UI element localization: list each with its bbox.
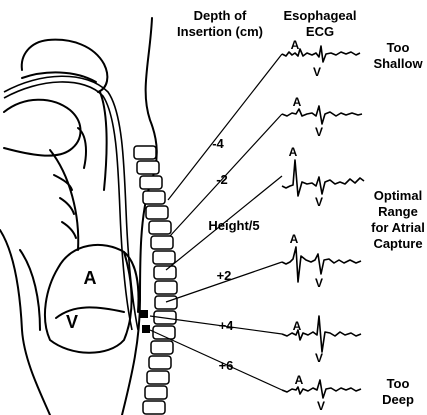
heart-septum	[55, 306, 125, 319]
depth-marker: -4	[212, 136, 224, 151]
vertebra	[136, 160, 160, 175]
esophageal-catheter	[3, 75, 139, 331]
too-deep-label-line1: Too	[387, 376, 410, 391]
too-shallow-label-line2: Shallow	[373, 56, 423, 71]
depth-header-line1: Depth of	[194, 8, 247, 23]
vertebra	[145, 205, 169, 220]
vertebra	[142, 400, 166, 415]
ecg-header-line2: ECG	[306, 24, 334, 39]
spine	[133, 145, 178, 415]
vertebra	[154, 295, 178, 310]
ventricular-wave-label: V	[315, 125, 323, 139]
heart-wall-right	[123, 251, 140, 313]
sternum	[19, 249, 41, 331]
leader-line-minus2	[169, 113, 283, 237]
pharynx-wall	[99, 91, 108, 191]
optimal-range-label-line3: for Atrial	[371, 220, 425, 235]
depth-marker: +6	[219, 358, 234, 373]
atrial-wave-label: A	[291, 38, 300, 52]
chest-wall	[0, 229, 51, 415]
vertebra	[154, 280, 178, 295]
depth-marker: -2	[216, 172, 228, 187]
too-shallow-label-line1: Too	[387, 40, 410, 55]
ecg-trace-1	[281, 45, 361, 63]
optimal-range-label-line1: Optimal	[374, 188, 422, 203]
nasal-cavity	[20, 38, 109, 93]
depth-marker: Height/5	[208, 218, 259, 233]
atrial-wave-label: A	[293, 319, 302, 333]
electrode-proximal	[140, 310, 148, 318]
ecg-trace-4	[281, 246, 362, 283]
leader-line-plus4	[149, 315, 283, 335]
ventricular-wave-label: V	[313, 65, 321, 79]
vertebra	[144, 385, 168, 400]
vertebra	[146, 370, 170, 385]
vertebra	[142, 190, 166, 205]
vertebra	[150, 340, 174, 355]
ecg-trace-3	[281, 159, 365, 197]
ventricular-wave-label: V	[317, 399, 325, 413]
zone-labels: Too Shallow Optimal Range for Atrial Cap…	[371, 40, 425, 407]
leader-line-minus4	[167, 53, 283, 201]
atrial-wave-label: A	[293, 95, 302, 109]
depth-marker: +2	[217, 268, 232, 283]
vertebra	[133, 145, 157, 160]
palate	[21, 71, 97, 83]
atrial-wave-label: A	[289, 145, 298, 159]
trachea-rings	[53, 174, 77, 239]
vertebra	[148, 220, 172, 235]
ventricular-wave-label: V	[315, 351, 323, 365]
heart-ventricle-label: V	[66, 312, 78, 332]
catheter-tube	[3, 75, 139, 331]
ecg-wave-labels: A V A V A V A V A V A V	[289, 38, 325, 413]
leader-lines	[149, 53, 283, 391]
ecg-trace-5	[281, 315, 362, 353]
optimal-range-label-line4: Capture	[373, 236, 422, 251]
ecg-trace-6	[281, 379, 362, 399]
vertebra	[139, 175, 163, 190]
heart-outline	[43, 243, 133, 354]
optimal-range-label-line2: Range	[378, 204, 418, 219]
depth-marker: +4	[219, 318, 235, 333]
tongue	[3, 98, 82, 157]
vertebra	[153, 265, 177, 280]
too-deep-label-line2: Deep	[382, 392, 414, 407]
epiglottis	[77, 127, 87, 169]
leader-line-plus2	[165, 261, 283, 303]
heart-atrium-label: A	[84, 268, 97, 288]
atrial-wave-label: A	[295, 373, 304, 387]
vertebra	[150, 235, 174, 250]
vertebra	[148, 355, 172, 370]
electrode-distal	[142, 325, 150, 333]
ventricular-wave-label: V	[315, 276, 323, 290]
leader-line-plus6	[149, 329, 283, 391]
catheter-electrodes	[140, 310, 150, 333]
ecg-traces	[281, 45, 365, 399]
ventricular-wave-label: V	[315, 195, 323, 209]
catheter-tube-inner	[3, 81, 133, 331]
trachea-front	[49, 149, 80, 251]
ecg-trace-2	[281, 105, 363, 125]
atrial-wave-label: A	[290, 232, 299, 246]
vertebra	[152, 250, 176, 265]
leader-line-height5	[165, 175, 283, 271]
vertebra	[152, 325, 176, 340]
anatomy	[0, 17, 158, 415]
ecg-header-line1: Esophageal	[284, 8, 357, 23]
depth-header-line2: Insertion (cm)	[177, 24, 263, 39]
